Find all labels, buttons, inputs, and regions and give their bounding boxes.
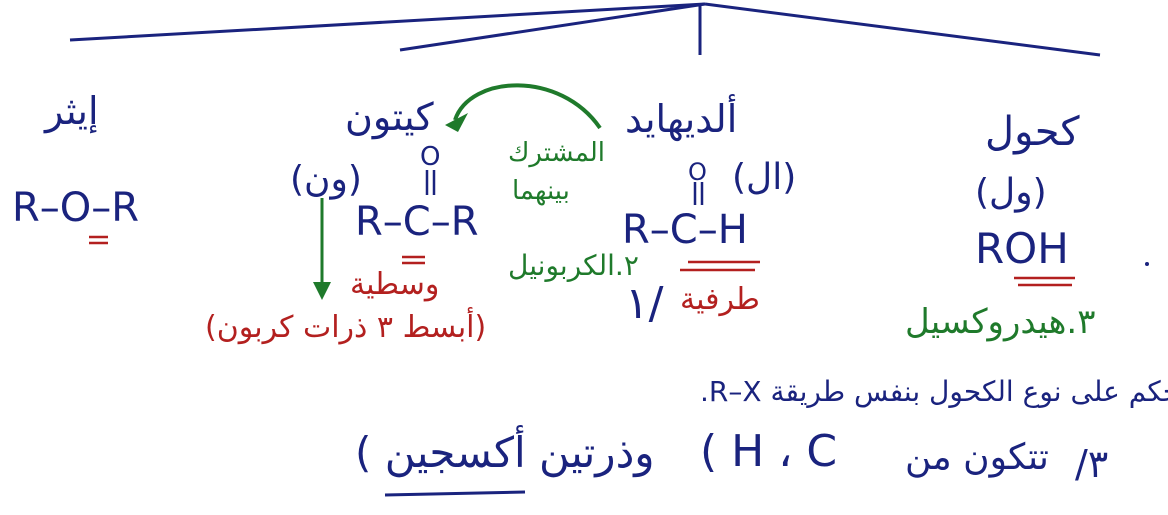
ketone-carbonyl-oxygen: O xyxy=(420,142,441,172)
formula-ether: R–O–R xyxy=(12,185,140,231)
annotation-shared-bottom: بينهما xyxy=(512,176,570,206)
annotation-carbonyl: ٢.الكربونيل xyxy=(508,249,639,282)
annotation-terminal: طرفية xyxy=(680,282,760,317)
heading-ether: إيثر xyxy=(45,89,99,133)
aldehyde-carbonyl-oxygen: O xyxy=(688,158,707,186)
heading-alcohol: كحول xyxy=(985,109,1080,155)
heading-aldehyde: ألديهايد xyxy=(625,97,738,141)
formula-alcohol: ROH xyxy=(975,224,1069,273)
note-line-2-text: تتكون من xyxy=(905,437,1049,478)
formula-aldehyde: R–C–H xyxy=(622,207,748,253)
note-line-2-rest: وذرتين أكسجين ) xyxy=(355,428,655,477)
note-line-1: * الحكم على نوع الكحول بنفس طريقة R–X. xyxy=(700,375,1168,408)
note-line-2-number: ٣/ xyxy=(1075,442,1109,486)
annotation-terminal-number: ١/ xyxy=(625,278,664,329)
suffix-ketone: (ون) xyxy=(290,159,362,200)
annotation-hydroxyl: ٣.هيدروكسيل xyxy=(905,302,1096,342)
heading-ketone: كيتون xyxy=(345,95,434,139)
formula-ketone: R–C–R xyxy=(355,199,479,245)
note-line-2-formula: ( H ، C xyxy=(700,426,838,477)
annotation-middle: وسطية xyxy=(350,267,440,302)
ink-dot xyxy=(1145,262,1149,266)
suffix-alcohol: (ول) xyxy=(975,172,1047,213)
suffix-aldehyde: (ال) xyxy=(732,157,797,198)
annotation-shared-top: المشترك xyxy=(508,138,605,168)
annotation-simplest: (أبسط ٣ ذرات كربون) xyxy=(205,310,487,345)
